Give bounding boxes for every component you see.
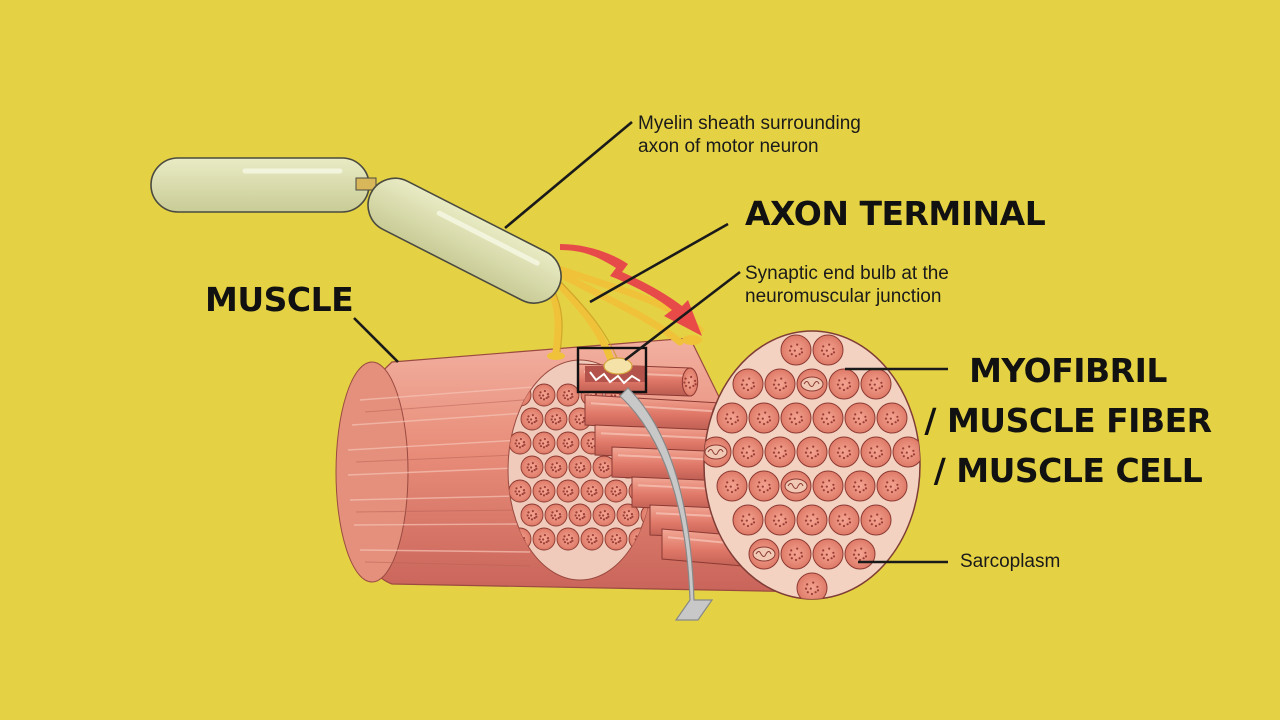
inner-fiber-cross-section bbox=[592, 503, 616, 527]
inner-fiber-cross-section bbox=[580, 479, 604, 503]
myofibril-cross-section bbox=[764, 436, 796, 468]
muscle-fascicle-cross-section bbox=[703, 330, 921, 600]
inner-fiber-cross-section bbox=[604, 479, 628, 503]
myofibril-cross-section bbox=[732, 504, 764, 536]
inner-fiber-cross-section bbox=[520, 503, 544, 527]
label-myofibril-line2: / MUSCLE FIBER bbox=[924, 401, 1212, 440]
label-synaptic-end-bulb: Synaptic end bulb at the neuromuscular j… bbox=[745, 262, 949, 308]
label-axon-terminal: AXON TERMINAL bbox=[745, 194, 1046, 233]
inner-fiber-cross-section bbox=[544, 503, 568, 527]
label-sarcoplasm: Sarcoplasm bbox=[960, 551, 1061, 572]
myofibril-cross-section bbox=[780, 470, 812, 502]
nerve-impulse-arrow bbox=[560, 244, 702, 336]
inner-fiber-cross-section bbox=[508, 431, 532, 455]
myofibril-cross-section bbox=[828, 504, 860, 536]
myofibril-cross-section bbox=[844, 402, 876, 434]
pointer-arrow bbox=[619, 387, 714, 621]
label-myelin-line1: Myelin sheath surrounding bbox=[638, 113, 861, 134]
myofibril-cross-section bbox=[716, 470, 748, 502]
myofibril-cross-section bbox=[812, 334, 844, 366]
myofibril-cross-section bbox=[716, 402, 748, 434]
inner-fiber-cross-section bbox=[568, 503, 592, 527]
label-myofibril-line1: MYOFIBRIL bbox=[969, 351, 1167, 390]
inner-fiber-cross-section bbox=[508, 479, 532, 503]
leader-line-synaptic bbox=[624, 270, 741, 362]
inner-fiber-cross-section bbox=[532, 383, 556, 407]
myofibril-cross-section bbox=[892, 436, 920, 468]
inner-fiber-cross-section bbox=[556, 431, 580, 455]
label-myelin-sheath: Myelin sheath surrounding axon of motor … bbox=[638, 112, 861, 158]
inner-fiber-cross-section bbox=[556, 527, 580, 551]
inner-fiber-cross-section bbox=[520, 407, 544, 431]
myofibril-cross-section bbox=[812, 470, 844, 502]
myofibril-cross-section bbox=[748, 402, 780, 434]
myofibril-cross-section bbox=[844, 538, 876, 570]
myofibril-cross-section bbox=[860, 368, 892, 400]
myofibril-cross-section bbox=[828, 368, 860, 400]
myofibril-cross-section bbox=[764, 368, 796, 400]
inner-fiber-cross-section bbox=[544, 455, 568, 479]
neuromuscular-junction bbox=[576, 346, 648, 394]
myofibril-cross-section bbox=[844, 470, 876, 502]
myofibril-cross-section bbox=[764, 504, 796, 536]
myofibril-cross-section bbox=[796, 572, 828, 599]
label-muscle: MUSCLE bbox=[205, 280, 354, 319]
myofibril-cross-section bbox=[812, 538, 844, 570]
junction-highlight-box bbox=[576, 346, 648, 394]
leader-line-myelin bbox=[504, 121, 633, 229]
myofibril-cross-section bbox=[780, 402, 812, 434]
myofibril-cross-section bbox=[780, 538, 812, 570]
inner-fiber-cross-section bbox=[580, 527, 604, 551]
label-myofibril-line3: / MUSCLE CELL bbox=[933, 451, 1203, 490]
label-myofibril: MYOFIBRIL / MUSCLE FIBER / MUSCLE CELL bbox=[918, 346, 1218, 496]
label-myelin-line2: axon of motor neuron bbox=[638, 136, 819, 157]
inner-fiber-cross-section bbox=[556, 383, 580, 407]
myofibril-cross-section bbox=[748, 470, 780, 502]
label-synaptic-line1: Synaptic end bulb at the bbox=[745, 263, 949, 284]
inner-fiber-cross-section bbox=[592, 455, 616, 479]
myofibril-cross-section bbox=[732, 368, 764, 400]
myofibril-cross-section bbox=[796, 368, 828, 400]
myofibril-cross-section bbox=[780, 334, 812, 366]
label-leader-lines bbox=[353, 121, 948, 564]
inner-fiber-cross-section bbox=[556, 479, 580, 503]
myofibril-cross-section bbox=[704, 436, 732, 468]
myofibril-cross-section bbox=[732, 436, 764, 468]
myofibril-cross-section bbox=[876, 470, 908, 502]
myofibril-cross-section bbox=[860, 436, 892, 468]
inner-fiber-cross-section bbox=[568, 455, 592, 479]
myofibril-cross-section bbox=[828, 436, 860, 468]
myofibril-cross-section bbox=[796, 504, 828, 536]
myofibril-cross-section bbox=[876, 402, 908, 434]
inner-fiber-cross-section bbox=[532, 479, 556, 503]
leader-line-muscle bbox=[353, 317, 399, 363]
myofibril-cross-section bbox=[860, 504, 892, 536]
inner-fiber-cross-section bbox=[520, 455, 544, 479]
inner-fiber-cross-section bbox=[532, 527, 556, 551]
inner-fiber-cross-section bbox=[544, 407, 568, 431]
inner-fiber-cross-section bbox=[616, 503, 640, 527]
myofibril-cross-section bbox=[748, 538, 780, 570]
myofibril-cross-section bbox=[812, 402, 844, 434]
inner-fiber-cross-section bbox=[532, 431, 556, 455]
inner-fiber-cross-section bbox=[604, 527, 628, 551]
label-synaptic-line2: neuromuscular junction bbox=[745, 286, 942, 307]
myofibril-cross-section bbox=[796, 436, 828, 468]
leader-line-axon-terminal bbox=[589, 222, 729, 304]
